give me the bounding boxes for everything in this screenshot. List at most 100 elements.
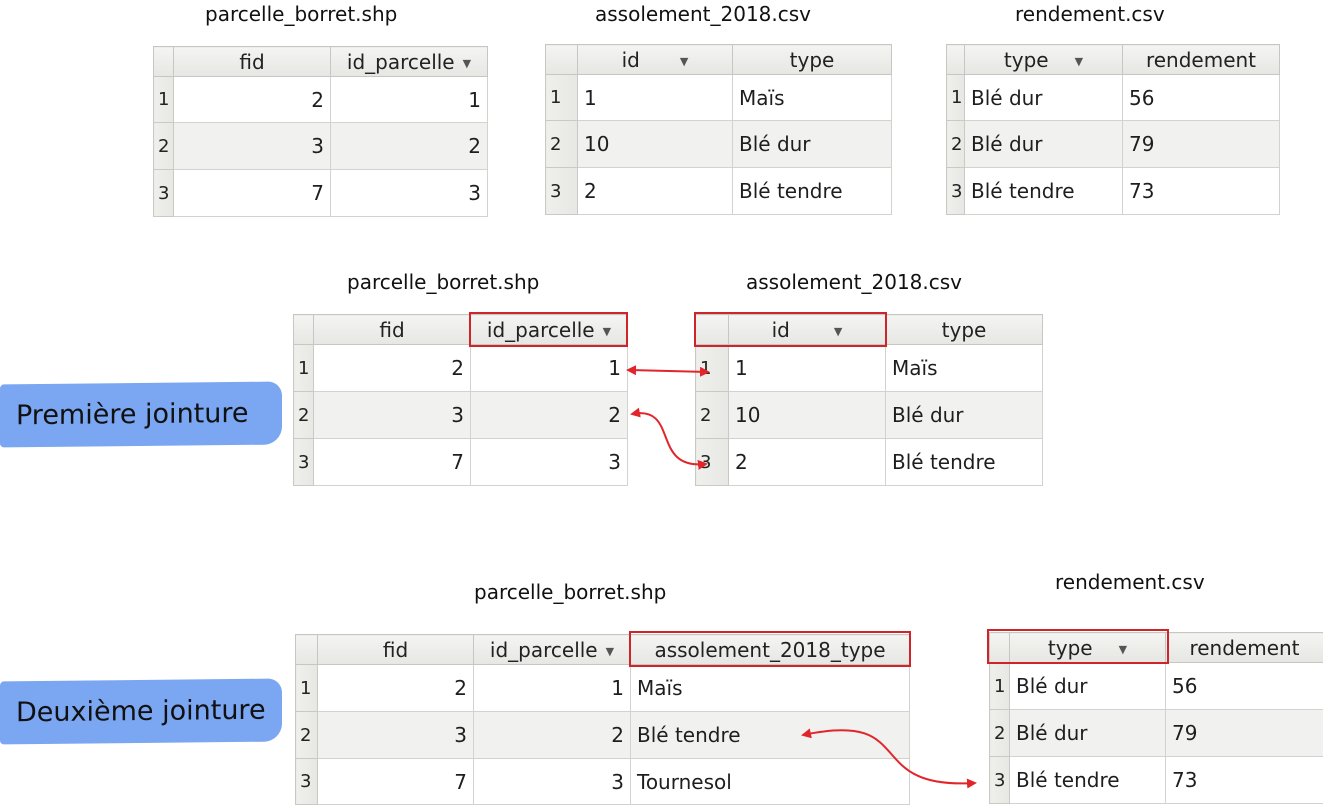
cell-id-parcelle[interactable]: 3	[473, 758, 631, 805]
column-header-type[interactable]: type▼	[964, 44, 1123, 75]
top-parcelle-caption: parcelle_borret.shp	[205, 2, 398, 26]
table-row[interactable]: 1 Blé dur 56	[989, 662, 1323, 710]
column-header-fid[interactable]: fid	[173, 46, 331, 77]
column-header-id[interactable]: id▼	[577, 44, 733, 75]
sort-caret-icon[interactable]: ▼	[462, 56, 472, 70]
join2-rendement-table: type▼ rendement 1 Blé dur 56 2 Blé dur 7…	[989, 632, 1323, 804]
corner-cell	[293, 314, 314, 345]
join-arrow	[801, 728, 977, 789]
table-row[interactable]: 3 7 3	[293, 438, 628, 486]
cell-fid[interactable]: 2	[313, 344, 471, 392]
column-header-type[interactable]: type	[732, 44, 892, 75]
cell-rendement[interactable]: 79	[1122, 120, 1280, 168]
table-row[interactable]: 3 2 Blé tendre	[545, 167, 892, 215]
row-number: 3	[545, 167, 578, 215]
join1-assolement-table: id▼ type 1 1 Maïs 2 10 Blé dur 3 2 Blé t…	[695, 314, 1043, 486]
sort-caret-icon[interactable]: ▼	[833, 324, 843, 338]
column-header-id-parcelle[interactable]: id_parcelle▼	[473, 634, 631, 665]
table-row[interactable]: 2 Blé dur 79	[989, 709, 1323, 757]
cell-fid[interactable]: 2	[173, 76, 331, 123]
table-row[interactable]: 2 10 Blé dur	[695, 391, 1043, 439]
cell-id-parcelle[interactable]: 2	[470, 391, 628, 439]
cell-type[interactable]: Blé dur	[964, 120, 1123, 168]
cell-rendement[interactable]: 73	[1122, 167, 1280, 215]
row-number: 1	[545, 74, 578, 121]
table-row[interactable]: 1 2 1	[153, 76, 488, 123]
column-header-rendement[interactable]: rendement	[1122, 44, 1280, 75]
column-header-fid[interactable]: fid	[313, 314, 471, 345]
cell-fid[interactable]: 7	[173, 169, 331, 217]
sort-caret-icon[interactable]: ▼	[602, 324, 612, 338]
cell-fid[interactable]: 3	[317, 711, 474, 759]
cell-type[interactable]: Blé tendre	[964, 167, 1123, 215]
join-arrow	[626, 365, 710, 377]
table-row[interactable]: 3 Blé tendre 73	[989, 756, 1323, 804]
cell-id-parcelle[interactable]: 3	[330, 169, 488, 217]
cell-id-parcelle[interactable]: 2	[473, 711, 631, 759]
column-header-assolement-2018-type[interactable]: assolement_2018_type	[630, 634, 910, 665]
cell-fid[interactable]: 3	[173, 122, 331, 170]
column-header-id-parcelle[interactable]: id_parcelle▼	[330, 46, 488, 77]
join2-parcelle-caption: parcelle_borret.shp	[474, 580, 667, 604]
cell-id[interactable]: 2	[577, 167, 733, 215]
cell-rendement[interactable]: 79	[1165, 709, 1323, 757]
column-header-type[interactable]: type▼	[1009, 632, 1166, 663]
row-number: 1	[153, 76, 174, 123]
sort-caret-icon[interactable]: ▼	[1118, 642, 1128, 656]
table-row[interactable]: 1 1 Maïs	[695, 344, 1043, 392]
top-assolement-table: id▼ type 1 1 Maïs 2 10 Blé dur 3 2 Blé t…	[545, 44, 892, 215]
cell-type[interactable]: Blé dur	[885, 391, 1043, 439]
corner-cell	[695, 314, 729, 345]
column-header-fid[interactable]: fid	[317, 634, 474, 665]
table-row[interactable]: 2 10 Blé dur	[545, 120, 892, 168]
cell-type[interactable]: Blé tendre	[732, 167, 892, 215]
top-rendement-table: type▼ rendement 1 Blé dur 56 2 Blé dur 7…	[946, 44, 1280, 215]
sort-caret-icon[interactable]: ▼	[605, 644, 615, 658]
cell-fid[interactable]: 2	[317, 664, 474, 712]
corner-cell	[295, 634, 318, 665]
cell-type[interactable]: Blé tendre	[885, 438, 1043, 486]
row-number: 3	[946, 167, 965, 215]
cell-id[interactable]: 1	[728, 344, 886, 392]
cell-id-parcelle[interactable]: 1	[470, 344, 628, 392]
cell-fid[interactable]: 3	[313, 391, 471, 439]
cell-type[interactable]: Blé dur	[964, 74, 1123, 121]
sort-caret-icon[interactable]: ▼	[679, 54, 689, 68]
table-row[interactable]: 1 Blé dur 56	[946, 74, 1280, 121]
table-row[interactable]: 2 Blé dur 79	[946, 120, 1280, 168]
table-row[interactable]: 1 2 1 Maïs	[295, 664, 910, 712]
cell-type[interactable]: Blé tendre	[1009, 756, 1166, 804]
row-number: 2	[989, 709, 1010, 757]
column-header-type[interactable]: type	[885, 314, 1043, 345]
top-assolement-caption: assolement_2018.csv	[595, 2, 812, 26]
cell-fid[interactable]: 7	[313, 438, 471, 486]
cell-rendement[interactable]: 56	[1122, 74, 1280, 121]
corner-cell	[153, 46, 174, 77]
table-row[interactable]: 3 Blé tendre 73	[946, 167, 1280, 215]
table-row[interactable]: 2 3 2	[293, 391, 628, 439]
cell-id-parcelle[interactable]: 2	[330, 122, 488, 170]
cell-type[interactable]: Maïs	[885, 344, 1043, 392]
table-row[interactable]: 2 3 2	[153, 122, 488, 170]
cell-id-parcelle[interactable]: 3	[470, 438, 628, 486]
corner-cell	[545, 44, 578, 75]
row-number: 3	[989, 756, 1010, 804]
table-row[interactable]: 3 2 Blé tendre	[695, 438, 1043, 486]
table-row[interactable]: 3 7 3	[153, 169, 488, 217]
sort-caret-icon[interactable]: ▼	[1074, 54, 1084, 68]
cell-id[interactable]: 1	[577, 74, 733, 121]
row-number: 2	[293, 391, 314, 439]
join1-assolement-caption: assolement_2018.csv	[746, 270, 963, 294]
cell-id[interactable]: 2	[728, 438, 886, 486]
column-header-id-parcelle[interactable]: id_parcelle▼	[470, 314, 628, 345]
cell-id-parcelle[interactable]: 1	[330, 76, 488, 123]
cell-type[interactable]: Blé dur	[1009, 662, 1166, 710]
column-header-rendement[interactable]: rendement	[1165, 632, 1323, 663]
column-header-id[interactable]: id▼	[728, 314, 886, 345]
table-row[interactable]: 1 1 Maïs	[545, 74, 892, 121]
cell-id[interactable]: 10	[577, 120, 733, 168]
cell-type[interactable]: Maïs	[732, 74, 892, 121]
cell-type[interactable]: Blé dur	[1009, 709, 1166, 757]
cell-type[interactable]: Blé dur	[732, 120, 892, 168]
table-row[interactable]: 1 2 1	[293, 344, 628, 392]
